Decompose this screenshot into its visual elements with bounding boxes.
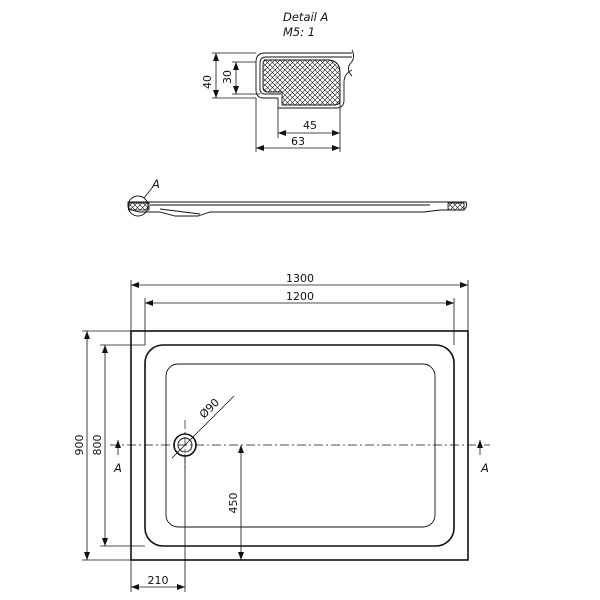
dim-63-label: 63 [291, 135, 305, 148]
tray-outer-edge [130, 330, 469, 561]
dim-drain-leader [171, 395, 235, 459]
detail-a: Detail A M5: 1 40 30 45 63 [201, 10, 355, 152]
section-rim-right [447, 202, 465, 211]
basin-outline [144, 344, 455, 547]
dim-900-label: 900 [73, 435, 86, 456]
drain-inner [177, 437, 193, 453]
detail-title: Detail A [283, 10, 329, 24]
dim-drain-diameter-label: Ø90 [197, 396, 222, 421]
dim-30-label: 30 [221, 70, 234, 84]
detail-rim-inner-outline [259, 56, 352, 95]
section-marker: A [151, 177, 160, 191]
section-mark-right: A [480, 461, 489, 475]
detail-break-line [347, 49, 355, 77]
section-view: A [127, 177, 468, 217]
section-mark-left: A [113, 461, 122, 475]
detail-rim-outline [255, 52, 353, 109]
detail-scale: M5: 1 [283, 25, 315, 39]
dim-1300-label: 1300 [286, 272, 314, 285]
dim-210-label: 210 [148, 574, 169, 587]
dim-1200-label: 1200 [286, 290, 314, 303]
basin-floor-outline [165, 363, 436, 528]
dim-450-label: 450 [227, 493, 240, 514]
section-profile [127, 201, 468, 217]
plan-view: Ø90 A A 1300 1200 900 800 450 210 [73, 272, 490, 592]
dim-40-label: 40 [201, 75, 214, 89]
dim-45-label: 45 [303, 119, 317, 132]
section-rim-left [128, 202, 150, 211]
detail-a-callout-circle [127, 195, 149, 217]
dim-800-label: 800 [91, 435, 104, 456]
detail-core-hatching [262, 59, 341, 106]
